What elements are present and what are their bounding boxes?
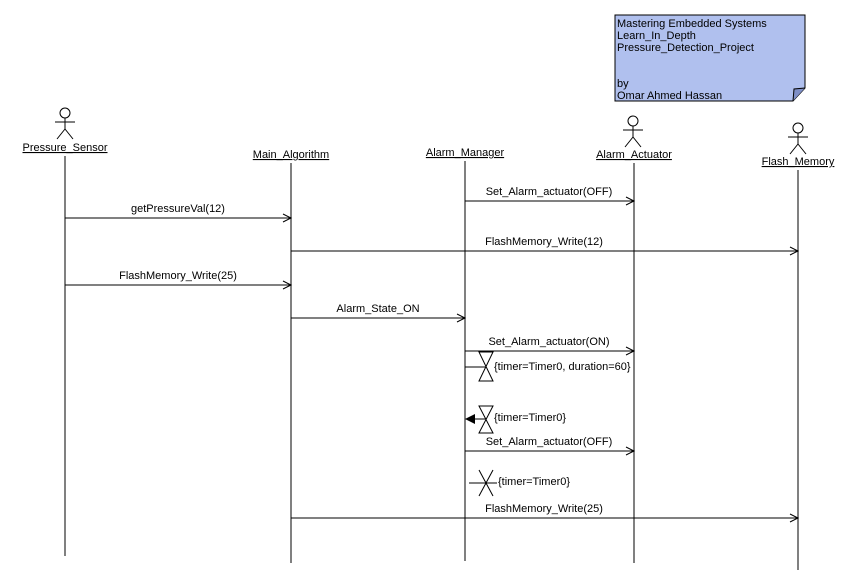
message-label: Set_Alarm_actuator(ON) xyxy=(488,336,609,348)
note-line-1: Mastering Embedded Systems xyxy=(617,18,767,30)
message-label: Set_Alarm_actuator(OFF) xyxy=(486,186,613,198)
arrowhead xyxy=(625,446,636,456)
arrowhead xyxy=(625,346,636,356)
lifeline-label-main-algorithm: Main_Algorithm xyxy=(253,149,329,161)
timer-timeout-label: {timer=Timer0} xyxy=(494,412,566,424)
timer-timeout-hourglass-icon xyxy=(474,405,494,434)
timer-start-hourglass-icon xyxy=(465,351,494,382)
arrowhead xyxy=(456,313,467,323)
flash-memory-actor-icon xyxy=(788,122,808,155)
note-line-5: by xyxy=(617,78,629,90)
timer-cancel-label: {timer=Timer0} xyxy=(498,476,570,488)
message-label: Alarm_State_ON xyxy=(336,303,419,315)
message-label: FlashMemory_Write(12) xyxy=(485,236,603,248)
note-folded-corner xyxy=(792,87,806,102)
alarm-actuator-actor-icon xyxy=(623,115,643,148)
message-label: Set_Alarm_actuator(OFF) xyxy=(486,436,613,448)
message-label: getPressureVal(12) xyxy=(131,203,225,215)
lifeline-label-alarm-manager: Alarm_Manager xyxy=(426,147,505,159)
note-line-2: Learn_In_Depth xyxy=(617,30,696,42)
timer-start-label: {timer=Timer0, duration=60} xyxy=(494,361,631,373)
arrowhead xyxy=(789,513,800,523)
timer-cancel-x-icon xyxy=(469,469,497,497)
message-label: FlashMemory_Write(25) xyxy=(485,503,603,515)
message-label: FlashMemory_Write(25) xyxy=(119,270,237,282)
note-line-6: Omar Ahmed Hassan xyxy=(617,90,722,102)
pressure-sensor-actor-icon xyxy=(55,107,75,140)
lifeline-label-flash-memory: Flash_Memory xyxy=(762,156,835,168)
arrowhead xyxy=(625,196,636,206)
lifeline-label-pressure-sensor: Pressure_Sensor xyxy=(23,142,108,154)
arrowhead xyxy=(282,213,293,223)
timer-timeout-arrowhead xyxy=(465,414,475,424)
project-note: Mastering Embedded Systems Learn_In_Dept… xyxy=(614,14,806,102)
arrowhead xyxy=(282,280,293,290)
arrowhead xyxy=(789,246,800,256)
note-line-3: Pressure_Detection_Project xyxy=(617,42,754,54)
lifeline-label-alarm-actuator: Alarm_Actuator xyxy=(596,149,672,161)
